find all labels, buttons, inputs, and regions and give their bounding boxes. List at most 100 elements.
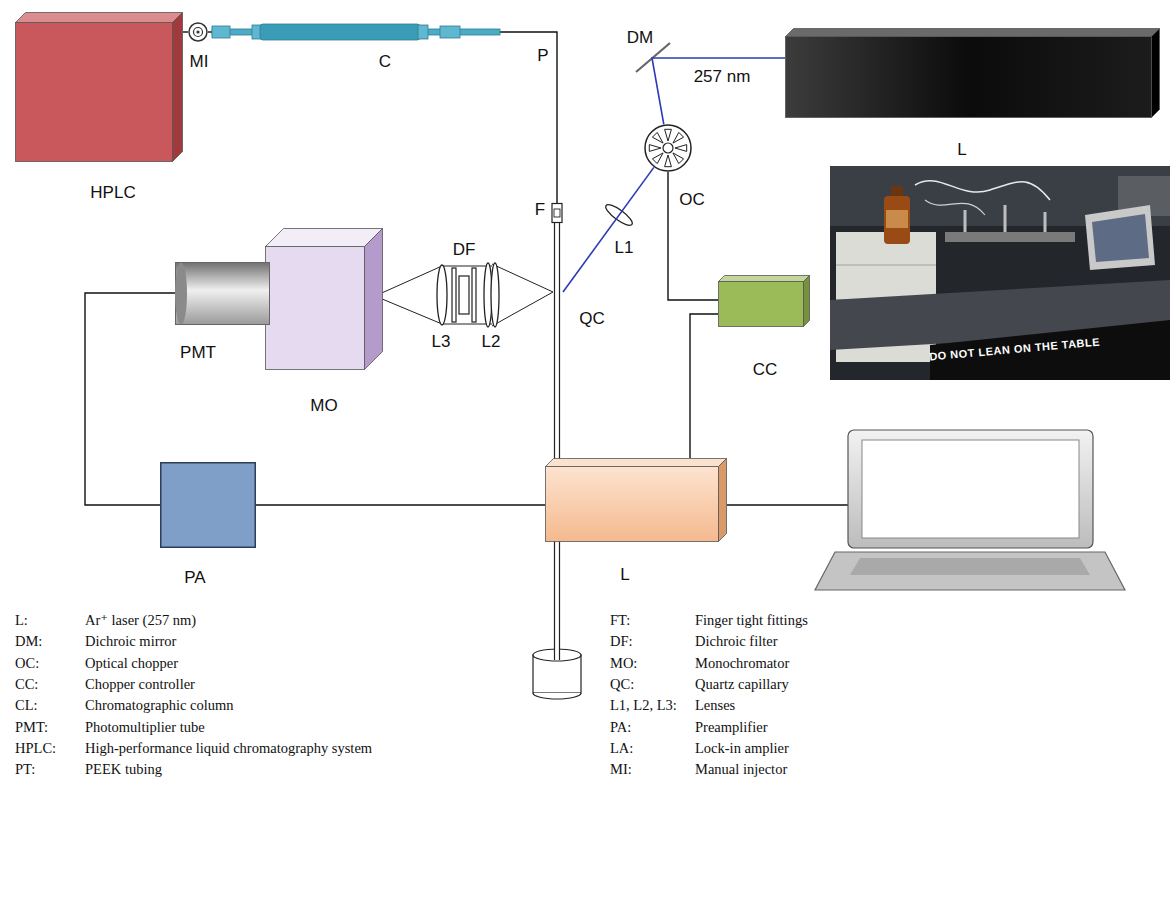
- connection-line: [690, 314, 718, 458]
- pmt-body: [176, 263, 270, 325]
- abbreviation-definition: Lenses: [695, 697, 735, 714]
- wavelength-label: 257 nm: [694, 67, 751, 87]
- abbreviation-key: HPLC:: [15, 740, 56, 757]
- abbreviation-key: PT:: [15, 761, 35, 778]
- abbreviation-key: CL:: [15, 697, 38, 714]
- abbreviation-key: LA:: [610, 740, 633, 757]
- pmt-cap: [175, 263, 187, 325]
- cone-line: [375, 266, 442, 296]
- photo-tubing: [915, 181, 1050, 200]
- photo-tubing: [925, 200, 985, 215]
- chopper-blade: [652, 132, 663, 143]
- chopper-blade: [649, 145, 661, 152]
- laptop-screen: [862, 440, 1079, 538]
- monochromator: MO: [265, 228, 383, 370]
- chromatographic-column: C: [212, 22, 500, 42]
- laser-beam: [652, 58, 785, 124]
- capillary-bore: [555, 222, 560, 660]
- chromatographic-column-shape: [212, 22, 500, 42]
- lock-in-amplifier: L: [545, 458, 727, 542]
- mirror-label: DM: [627, 28, 653, 48]
- component-label: L: [957, 140, 966, 160]
- component-label: C: [379, 52, 391, 72]
- box-top: [786, 29, 1160, 37]
- box-side: [804, 276, 810, 327]
- abbreviation-definition: Lock-in amplier: [695, 740, 789, 757]
- column-fitting: [440, 26, 460, 38]
- box-side: [1152, 29, 1160, 118]
- component-label: MI: [190, 52, 209, 72]
- laptop-base: [815, 552, 1125, 590]
- fitting-label: F: [535, 200, 545, 220]
- photo-table-edge: [930, 320, 1170, 380]
- quartz-capillary: QC: [551, 203, 563, 660]
- photomultiplier-tube-shape: [175, 262, 270, 325]
- dichroic-filter: [459, 276, 469, 314]
- chopper-blade: [652, 153, 663, 164]
- box-side: [365, 229, 383, 370]
- abbreviation-key: L:: [15, 612, 28, 629]
- abbreviation-key: DF:: [610, 633, 633, 650]
- box-side: [173, 13, 183, 162]
- abbreviation-definition: Optical chopper: [85, 655, 178, 672]
- cone-line: [492, 264, 553, 292]
- box-top: [546, 459, 727, 467]
- preamplifier-shape: [160, 462, 256, 548]
- lens-l3: [437, 265, 447, 325]
- injector-ring: [194, 28, 203, 37]
- cone-line: [442, 266, 492, 267]
- abbreviation-definition: Photomultiplier tube: [85, 719, 205, 736]
- optical-chopper: OC: [644, 124, 692, 172]
- photo-ground: [830, 166, 1170, 380]
- lens-label: L2: [482, 332, 501, 352]
- box-top: [16, 13, 183, 23]
- abbreviation-key: MO:: [610, 655, 637, 672]
- abbreviation-key: L1, L2, L3:: [610, 697, 677, 714]
- abbreviation-key: PMT:: [15, 719, 48, 736]
- optical-chopper-shape: [644, 124, 692, 172]
- abbreviation-definition: Quartz capillary: [695, 676, 789, 693]
- photo-post: [1044, 212, 1047, 232]
- component-label: HPLC: [90, 183, 135, 203]
- abbreviation-definition: Dichroic mirror: [85, 633, 176, 650]
- cone-line: [492, 292, 553, 326]
- finger-tight-fitting: [554, 209, 560, 217]
- abbreviation-key: DM:: [15, 633, 42, 650]
- photomultiplier-tube: PMT: [175, 262, 270, 325]
- component-label: CC: [753, 360, 778, 380]
- abbreviation-definition: Chromatographic column: [85, 697, 234, 714]
- component-label: QC: [579, 309, 605, 329]
- signal-wire: [727, 504, 848, 505]
- lock-in-amplifier-shape: [545, 458, 727, 542]
- abbreviation-definition: Preamplifier: [695, 719, 767, 736]
- lab-photo: [830, 166, 1170, 380]
- hplc-system: HPLC: [15, 12, 183, 162]
- quartz-capillary-shape: [551, 203, 563, 660]
- connection-line: [668, 172, 718, 300]
- monochromator-shape: [265, 228, 383, 370]
- abbreviation-key: MI:: [610, 761, 632, 778]
- dichroic-filter: [452, 268, 456, 322]
- chopper-blade: [673, 153, 684, 164]
- column-fitting: [212, 26, 230, 38]
- chopper-controller-shape: [718, 275, 810, 327]
- abbreviation-definition: Manual injector: [695, 761, 787, 778]
- component-label: MO: [310, 396, 337, 416]
- box-front: [786, 37, 1152, 118]
- box-front: [719, 282, 804, 327]
- connection-line: [256, 504, 545, 505]
- chopper-hub: [663, 143, 673, 153]
- box-front: [266, 247, 365, 370]
- abbreviation-definition: Chopper controller: [85, 676, 195, 693]
- photo-bottle: [886, 210, 908, 228]
- box-top: [719, 276, 810, 282]
- waste-container: [533, 693, 581, 699]
- abbreviation-key: CC:: [15, 676, 38, 693]
- capillary-wall: [554, 222, 555, 660]
- finger-tight-fitting: [552, 204, 562, 223]
- abbreviation-definition: Monochromator: [695, 655, 789, 672]
- abbreviation-definition: Ar⁺ laser (257 nm): [85, 612, 196, 629]
- lens-l2: [491, 263, 499, 327]
- abbreviation-key: OC:: [15, 655, 39, 672]
- laptop-keyboard: [850, 558, 1090, 575]
